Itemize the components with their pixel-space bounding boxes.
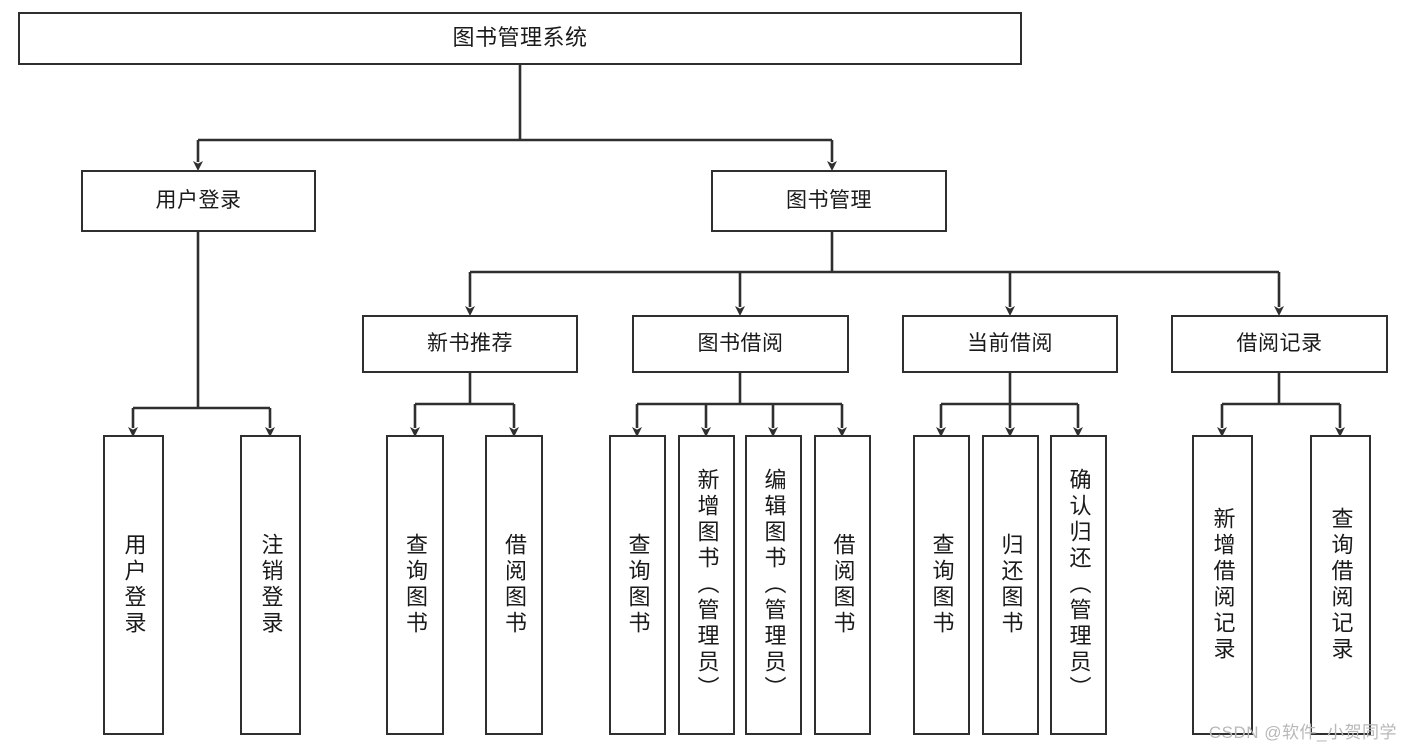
node-label: 注销登录 [258, 533, 284, 637]
node-user-login[interactable]: 用户登录 [81, 170, 316, 232]
leaf-borrow-books-borrowing[interactable]: 借阅图书 [814, 435, 871, 735]
node-label: 借阅记录 [1236, 332, 1323, 356]
leaf-user-login[interactable]: 用户登录 [103, 435, 164, 735]
node-label: 确认归还（管理员） [1066, 468, 1092, 702]
node-label: 借阅图书 [830, 533, 856, 637]
node-label: 用户登录 [155, 189, 242, 213]
node-label: 查询图书 [929, 533, 955, 637]
node-label: 新增借阅记录 [1210, 507, 1236, 663]
node-book-management[interactable]: 图书管理 [711, 170, 947, 232]
leaf-add-borrowing-record[interactable]: 新增借阅记录 [1192, 435, 1253, 735]
node-borrowing-records[interactable]: 借阅记录 [1171, 315, 1388, 373]
node-label: 当前借阅 [967, 332, 1053, 356]
node-label: 图书借阅 [697, 332, 784, 356]
leaf-edit-book-admin[interactable]: 编辑图书（管理员） [745, 435, 802, 735]
node-label: 新增图书（管理员） [694, 468, 720, 702]
leaf-query-books-current[interactable]: 查询图书 [913, 435, 970, 735]
node-label: 查询图书 [403, 533, 428, 637]
node-label: 图书管理 [786, 189, 872, 213]
node-label: 编辑图书（管理员） [761, 468, 787, 702]
node-label: 查询图书 [625, 533, 651, 637]
leaf-add-book-admin[interactable]: 新增图书（管理员） [678, 435, 735, 735]
csdn-watermark: CSDN @软件_小贺同学 [1208, 723, 1397, 742]
leaf-borrow-books-recommendation[interactable]: 借阅图书 [485, 435, 543, 735]
leaf-query-books-borrowing[interactable]: 查询图书 [609, 435, 666, 735]
node-new-book-recommendation[interactable]: 新书推荐 [362, 315, 578, 373]
node-label: 借阅图书 [502, 533, 527, 637]
node-label: 新书推荐 [427, 332, 513, 356]
node-root-library-management-system[interactable]: 图书管理系统 [18, 12, 1022, 65]
node-label: 归还图书 [998, 533, 1024, 637]
node-label: 查询借阅记录 [1328, 507, 1354, 663]
leaf-return-books[interactable]: 归还图书 [982, 435, 1039, 735]
leaf-confirm-return-admin[interactable]: 确认归还（管理员） [1050, 435, 1107, 735]
node-label: 图书管理系统 [452, 25, 588, 51]
node-label: 用户登录 [121, 533, 147, 637]
node-book-borrowing[interactable]: 图书借阅 [632, 315, 849, 373]
node-current-borrowing[interactable]: 当前借阅 [902, 315, 1118, 373]
leaf-logout[interactable]: 注销登录 [240, 435, 301, 735]
leaf-query-borrowing-record[interactable]: 查询借阅记录 [1310, 435, 1371, 735]
leaf-query-books-recommendation[interactable]: 查询图书 [386, 435, 444, 735]
